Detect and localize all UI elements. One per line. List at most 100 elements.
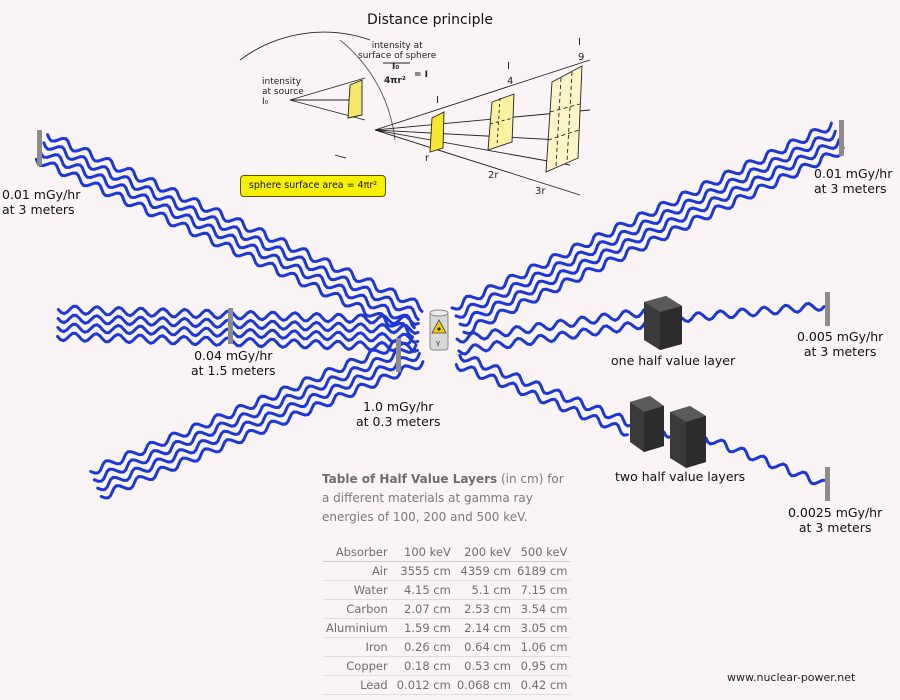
shield-two-hvl-a: [630, 396, 664, 452]
header-absorber: Absorber: [323, 543, 394, 562]
mid-left-ray: [56, 331, 419, 354]
shield-one-hvl: [644, 296, 682, 350]
absorber-cell: Iron: [323, 637, 394, 657]
right-one-out-ray: [680, 301, 826, 324]
hvl-cell: 0.53 cm: [453, 656, 514, 676]
hvl-cell: 4359 cm: [453, 561, 514, 581]
hvl-cell: 3.05 cm: [513, 618, 571, 638]
sphere-area-box: sphere surface area = 4πr²: [240, 175, 386, 197]
table-header-row: Absorber 100 keV 200 keV 500 keV: [323, 543, 571, 562]
detector-right-one: [825, 292, 830, 326]
absorber-cell: Carbon: [323, 599, 394, 619]
hvl-cell: 0.012 cm: [393, 675, 454, 695]
formula-equals: = I: [414, 70, 429, 80]
mid-left-ray: [56, 322, 420, 345]
hvl-cell: 0.64 cm: [453, 637, 514, 657]
top-right-ray: [450, 121, 833, 311]
hvl-cell: 0.95 cm: [513, 656, 571, 676]
absorber-cell: Air: [323, 561, 394, 581]
absorber-cell: Water: [323, 580, 394, 600]
low-left-ray: [92, 343, 418, 483]
hvl-cell: 0.42 cm: [513, 675, 571, 695]
right-one-in-ray: [455, 308, 646, 344]
radius-3r: 3r: [535, 186, 546, 197]
hvl-cell: 1.59 cm: [393, 618, 454, 638]
hvl-cell: 2.14 cm: [453, 618, 514, 638]
hvl-cell: 0.18 cm: [393, 656, 454, 676]
right-two-mid-ray: [662, 430, 674, 439]
low-left-ray: [99, 360, 425, 500]
right-two-in-ray: [454, 363, 629, 437]
fraction-2-num: I: [507, 61, 510, 72]
top-left-ray: [34, 157, 413, 338]
hvl-cell: 4.15 cm: [393, 580, 454, 600]
hvl-cell: 0.068 cm: [453, 675, 514, 695]
low-left-ray: [89, 335, 414, 475]
absorber-cell: Copper: [323, 656, 394, 676]
intensity-surface-label: intensity at surface of sphere: [358, 41, 437, 61]
top-left-ray: [42, 141, 420, 321]
fraction-1-num: I: [436, 95, 439, 106]
top-right-ray: [454, 129, 837, 319]
top-right-ray: [462, 146, 845, 335]
top-right-ray: [458, 137, 841, 327]
svg-text:γ: γ: [436, 339, 440, 347]
mid-left-ray: [56, 304, 420, 327]
hvl-cell: 5.1 cm: [453, 580, 514, 600]
header-200kev: 200 keV: [453, 543, 514, 562]
table-title: Table of Half Value Layers: [322, 472, 498, 486]
fraction-3-num: I: [578, 37, 581, 48]
hvl-cell: 7.15 cm: [513, 580, 571, 600]
top-left-ray: [38, 149, 416, 330]
mid-left-ray: [56, 313, 420, 336]
absorber-cell: Lead: [323, 675, 394, 695]
low-left-ray: [96, 351, 421, 492]
detector-top-left: [37, 130, 42, 166]
hvl-cell: 6189 cm: [513, 561, 571, 581]
hvl-cell: 1.06 cm: [513, 637, 571, 657]
header-500kev: 500 keV: [513, 543, 571, 562]
radius-r: r: [425, 153, 430, 164]
intensity-source-label: intensity at source I₀: [262, 77, 304, 107]
radioactive-source: γ: [429, 309, 449, 351]
right-two-out-ray: [704, 436, 827, 486]
detector-top-right: [839, 120, 844, 156]
detector-right-two: [825, 467, 830, 501]
gamma-ray-waves: [34, 121, 845, 500]
table-intro-rest: (in cm) for a different materials at gam…: [322, 472, 564, 524]
hvl-cell: 2.53 cm: [453, 599, 514, 619]
fraction-3-den: 9: [578, 52, 585, 63]
hvl-cell: 3.54 cm: [513, 599, 571, 619]
distance-diagram: [239, 31, 591, 196]
website-credit: www.nuclear-power.net: [727, 671, 856, 684]
diagram-title: Distance principle: [366, 12, 494, 28]
formula-numerator: I₀: [392, 62, 400, 72]
right-one-in-ray: [457, 320, 648, 356]
right-two-in-ray: [458, 353, 633, 428]
table-intro: Table of Half Value Layers (in cm) for a…: [322, 470, 572, 527]
fraction-2-den: 4: [507, 76, 514, 87]
absorber-cell: Aluminium: [323, 618, 394, 638]
label-one-hvl: one half value layer: [611, 353, 736, 368]
label-two-hvl: two half value layers: [615, 469, 746, 484]
hvl-cell: 2.07 cm: [393, 599, 454, 619]
shield-two-hvl-b: [670, 406, 706, 468]
hvl-cell: 0.26 cm: [393, 637, 454, 657]
header-100kev: 100 keV: [393, 543, 454, 562]
radius-2r: 2r: [488, 170, 499, 181]
